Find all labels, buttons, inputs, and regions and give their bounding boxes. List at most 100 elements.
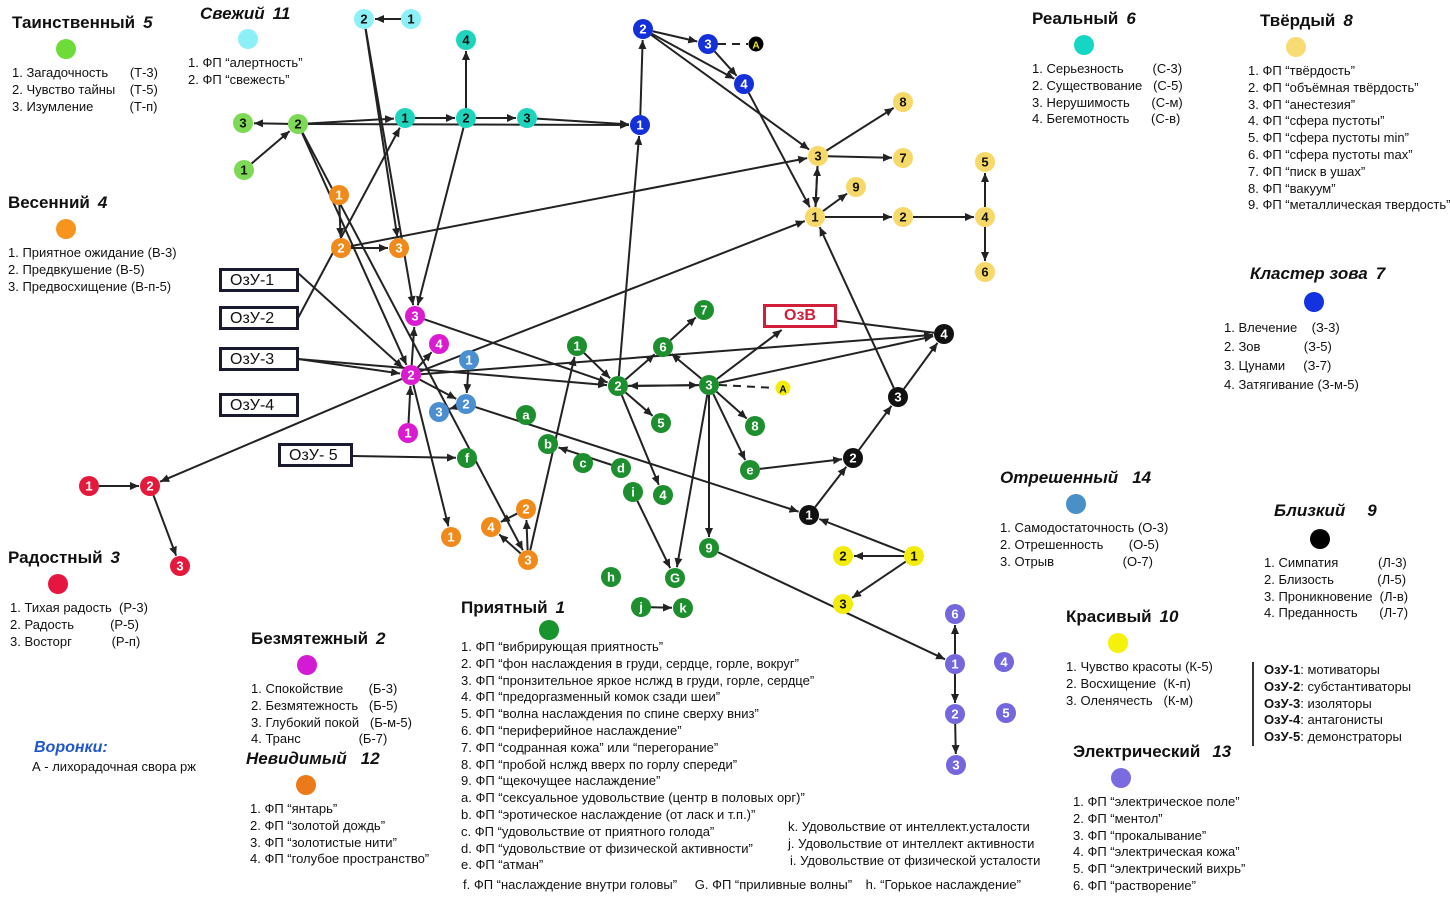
node-label: 3 xyxy=(814,149,821,164)
node-pa: a xyxy=(516,405,536,425)
funnels-title: Воронки: xyxy=(34,739,108,756)
node-o3: 3 xyxy=(389,238,409,258)
node-circle xyxy=(611,458,631,478)
edge-arrow xyxy=(498,533,522,555)
node-n1: 1 xyxy=(441,527,461,547)
legend-item: 3. Нерушимость (С-м) xyxy=(1032,94,1183,110)
node-e5: 5 xyxy=(996,703,1016,723)
node-circle xyxy=(79,476,99,496)
edge-arrow xyxy=(716,329,783,380)
legend-item: 5. ФП “электрический вихрь” xyxy=(1073,861,1246,877)
node-circle xyxy=(405,306,425,326)
legend-items: 1. ФП “электрическое поле”2. ФП “ментол”… xyxy=(1073,794,1245,895)
node-circle xyxy=(234,160,254,180)
node-label: 2 xyxy=(294,117,301,132)
node-label: 4 xyxy=(981,210,989,225)
edge-arrow xyxy=(670,353,702,380)
node-r2: 2 xyxy=(140,476,160,496)
ozu-5-box: ОзУ- 5 xyxy=(278,443,353,467)
legend-item: 1. ФП “янтарь” xyxy=(250,801,338,816)
node-circle xyxy=(288,114,308,134)
node-ph: h xyxy=(601,567,621,587)
node-b2: 2 xyxy=(633,19,653,39)
node-pc: c xyxy=(573,453,593,473)
node-t2: 2 xyxy=(456,108,476,128)
node-circle xyxy=(740,460,760,480)
node-circle xyxy=(429,334,449,354)
node-circle xyxy=(945,704,965,724)
ozu-legend-item: ОзУ-1: мотиваторы xyxy=(1264,662,1380,677)
pleasant-item-h: h. “Горькое наслаждение” xyxy=(865,877,1021,892)
node-c1: 1 xyxy=(401,9,421,29)
node-e6: 6 xyxy=(945,604,965,624)
node-circle xyxy=(673,598,693,618)
edge-arrow xyxy=(638,39,647,116)
node-circle xyxy=(846,177,866,197)
legend-color-dot xyxy=(1108,633,1128,653)
node-circle xyxy=(975,262,995,282)
node-circle xyxy=(456,394,476,414)
legend-item: b. ФП “эротическое наслаждение (от ласк … xyxy=(461,806,756,822)
legend-item: 3. Оленячесть (К-м) xyxy=(1066,692,1194,708)
node-circle xyxy=(389,238,409,258)
node-circle xyxy=(994,652,1014,672)
node-y4: 4 xyxy=(975,207,995,227)
edge-arrow xyxy=(718,334,934,384)
legend-item: 8. ФП “пробой нслжд вверх по горлу спере… xyxy=(461,756,738,772)
legend-color-dot xyxy=(238,29,258,49)
legend-color-dot xyxy=(1304,292,1324,312)
node-gl3: 3 xyxy=(233,113,253,133)
node-label: 2 xyxy=(899,210,906,225)
node-label: 7 xyxy=(700,303,707,318)
node-label: 2 xyxy=(614,379,621,394)
edge-arrow xyxy=(419,220,806,373)
legend-item: 6. ФП “растворение” xyxy=(1073,877,1196,893)
edge-arrow xyxy=(364,28,416,306)
edge-arrow xyxy=(522,519,531,551)
node-pj: j xyxy=(631,597,651,617)
node-circle xyxy=(456,108,476,128)
edge-arrow xyxy=(336,204,345,238)
edge-arrow xyxy=(628,381,700,390)
node-circle xyxy=(398,423,418,443)
legend-item: 2. ФП “объёмная твёрдость” xyxy=(1248,79,1419,95)
edge-arrow xyxy=(352,453,457,462)
edge-arrow xyxy=(822,192,848,212)
legend-item: 1. Симпатия (Л-3) xyxy=(1264,555,1407,570)
legend-item: 3. Цунами (З-7) xyxy=(1224,358,1332,373)
legend-item: 2. ФП “золотой дождь” xyxy=(250,817,386,833)
legend-item: d. ФП “удовольствие от физической активн… xyxy=(461,840,753,856)
node-e4: 4 xyxy=(994,652,1014,672)
ozu-legend-item: ОзУ-5: демонстраторы xyxy=(1264,729,1402,745)
node-circle xyxy=(833,594,853,614)
node-pe: e xyxy=(740,460,760,480)
legend-items: 1. ФП “твёрдость”2. ФП “объёмная твёрдос… xyxy=(1218,63,1450,214)
node-s3: 3 xyxy=(429,402,449,422)
node-label: 2 xyxy=(462,111,469,126)
legend-item: 2. ФП “свежесть” xyxy=(188,71,290,87)
node-circle xyxy=(573,453,593,473)
legend-color-dot xyxy=(1074,35,1094,55)
node-circle xyxy=(934,324,954,344)
node-label: 7 xyxy=(899,151,906,166)
edge-arrow xyxy=(624,353,656,381)
edge-arrow xyxy=(364,28,400,238)
edge-arrow xyxy=(250,130,291,165)
node-circle xyxy=(775,380,791,396)
edge-arrow xyxy=(620,394,660,486)
node-e1: 1 xyxy=(945,654,965,674)
legend-color-dot xyxy=(1286,37,1306,57)
node-circle xyxy=(395,108,415,128)
node-m4: 4 xyxy=(429,334,449,354)
node-label: 1 xyxy=(407,12,414,27)
legend-item: 5. ФП “волна наслаждения по спине сверху… xyxy=(461,706,759,722)
legend-items: 1. Загадочность (Т-3)2. Чувство тайны (Т… xyxy=(12,65,158,115)
node-m1: 1 xyxy=(398,423,418,443)
